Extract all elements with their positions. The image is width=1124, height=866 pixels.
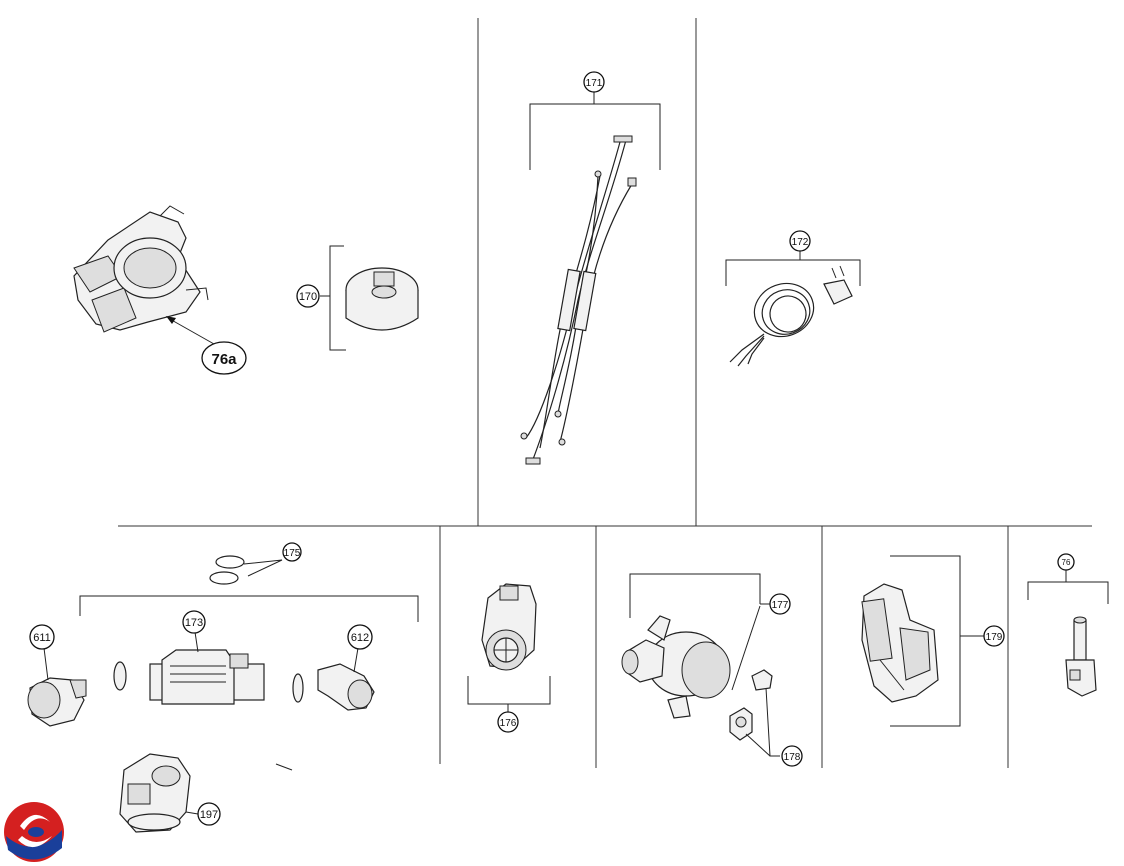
part-179 — [861, 555, 984, 727]
callout-76-label: 76 — [1062, 558, 1071, 567]
part-170 — [320, 245, 419, 351]
part-611 — [27, 647, 87, 727]
callout-170: 170 — [296, 284, 320, 308]
panel-dividers — [118, 18, 1092, 768]
part-76a — [73, 205, 215, 345]
callout-172-label: 172 — [792, 237, 809, 248]
callout-176-label: 176 — [500, 718, 517, 729]
callout-611: 611 — [29, 624, 55, 650]
callout-176: 176 — [497, 711, 519, 733]
callout-76: 76 — [1057, 553, 1075, 571]
callout-612: 612 — [347, 624, 373, 650]
callout-175: 175 — [282, 542, 302, 562]
callout-197-label: 197 — [200, 809, 218, 821]
part-171 — [520, 92, 661, 465]
part-175 — [209, 555, 283, 585]
callout-171: 171 — [583, 71, 605, 93]
callout-197: 197 — [197, 802, 221, 826]
callout-179-label: 179 — [986, 632, 1003, 643]
part-177 — [621, 573, 770, 719]
callout-76a: 76a — [201, 341, 247, 375]
part-172 — [725, 250, 861, 367]
callout-171-label: 171 — [586, 78, 603, 89]
part-176 — [467, 583, 551, 712]
callout-175-label: 175 — [284, 548, 301, 559]
callout-173-label: 173 — [185, 617, 203, 629]
callout-172: 172 — [789, 230, 811, 252]
callout-76a-label: 76a — [211, 351, 237, 368]
part-612 — [317, 647, 375, 711]
callout-177-label: 177 — [772, 600, 789, 611]
callout-612-label: 612 — [351, 632, 369, 644]
callout-170-label: 170 — [299, 291, 317, 303]
group-bracket-173 — [79, 595, 419, 622]
callout-611-label: 611 — [33, 632, 51, 644]
part-173 — [113, 631, 304, 705]
callout-177: 177 — [769, 593, 791, 615]
part-76 — [1027, 570, 1109, 697]
part-197 — [119, 753, 293, 833]
callout-173: 173 — [182, 610, 206, 634]
callout-179: 179 — [983, 625, 1005, 647]
callout-178: 178 — [781, 745, 803, 767]
part-178 — [729, 669, 780, 757]
callout-178-label: 178 — [784, 752, 801, 763]
brand-logo — [4, 802, 64, 862]
